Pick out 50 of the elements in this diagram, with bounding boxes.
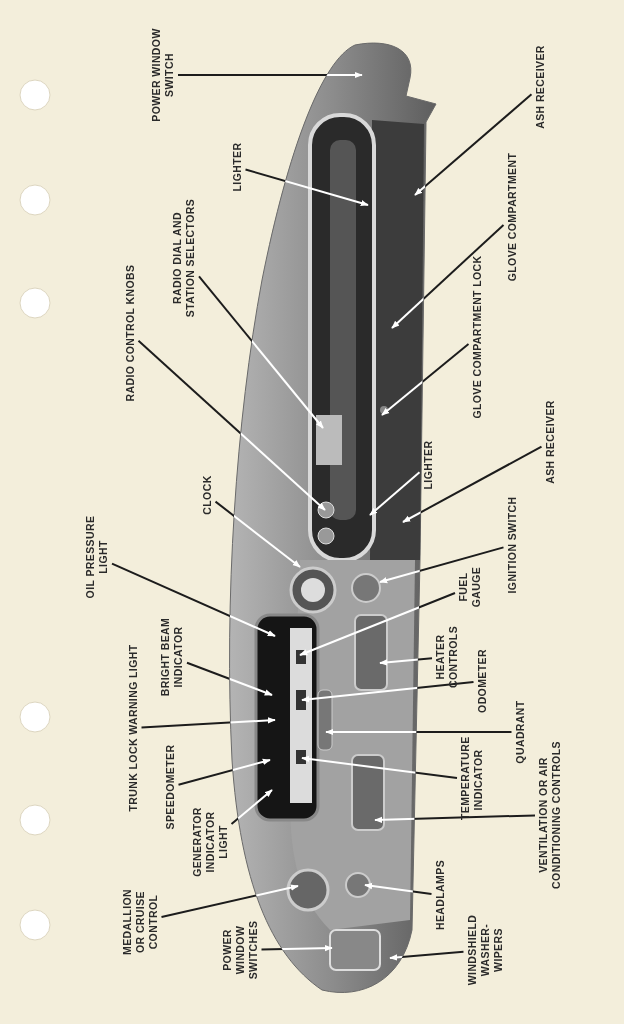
part-label: HEATER CONTROLS xyxy=(434,619,460,695)
part-label: VENTILATION OR AIR CONDITIONING CONTROLS xyxy=(537,740,563,890)
leader-line xyxy=(198,275,324,429)
part-label: QUADRANT xyxy=(513,692,527,772)
leader-line xyxy=(379,546,505,584)
leader-line xyxy=(260,944,333,952)
leader-line xyxy=(374,814,536,823)
leader-line xyxy=(391,223,505,329)
leader-line xyxy=(160,884,299,919)
leader-line xyxy=(177,71,363,79)
part-label: ASH RECEIVER xyxy=(533,32,547,142)
leader-line xyxy=(414,93,533,196)
part-label: TRUNK LOCK WARNING LIGHT xyxy=(126,620,140,836)
part-label: RADIO DIAL AND STATION SELECTORS xyxy=(171,194,197,322)
part-label: FUEL GAUGE xyxy=(457,560,483,614)
part-label: OIL PRESSURE LIGHT xyxy=(84,507,110,607)
part-label: POWER WINDOW SWITCHES xyxy=(220,914,260,986)
leader-line xyxy=(111,562,276,637)
leader-line xyxy=(325,728,513,736)
leader-line xyxy=(402,445,543,523)
leader-line xyxy=(140,717,276,729)
part-label: ASH RECEIVER xyxy=(543,387,557,497)
part-label: SPEEDOMETER xyxy=(163,737,177,837)
leader-line xyxy=(301,755,458,780)
leader-line xyxy=(379,657,433,666)
leader-line xyxy=(186,661,273,696)
leader-line xyxy=(301,680,475,703)
part-label: LIGHTER xyxy=(421,434,435,496)
leader-line xyxy=(244,168,369,207)
leader-line xyxy=(299,592,456,656)
leader-line xyxy=(177,758,271,786)
part-label: BRIGHT BEAM INDICATOR xyxy=(159,616,185,698)
leader-line xyxy=(369,471,421,516)
leader-line xyxy=(137,339,326,511)
part-label: ODOMETER xyxy=(475,639,489,723)
part-label: MEDALLION OR CRUISE CONTROL xyxy=(120,880,160,964)
part-label: GLOVE COMPARTMENT xyxy=(505,134,519,300)
part-label: HEADLAMPS xyxy=(433,855,447,935)
part-label: LIGHTER xyxy=(230,132,244,202)
leader-line xyxy=(364,882,433,895)
part-label: IGNITION SWITCH xyxy=(505,477,519,613)
part-label: POWER WINDOW SWITCH xyxy=(150,19,176,131)
leader-line xyxy=(381,343,470,416)
leader-line xyxy=(389,950,465,961)
part-label: CLOCK xyxy=(200,470,214,520)
part-label: WINDSHIELD WASHER-WIPERS xyxy=(465,905,505,995)
part-label: GENERATOR INDICATOR LIGHT xyxy=(190,803,230,881)
part-label: GLOVE COMPARTMENT LOCK xyxy=(470,229,484,445)
part-label: RADIO CONTROL KNOBS xyxy=(123,243,137,423)
leader-line xyxy=(214,500,301,568)
